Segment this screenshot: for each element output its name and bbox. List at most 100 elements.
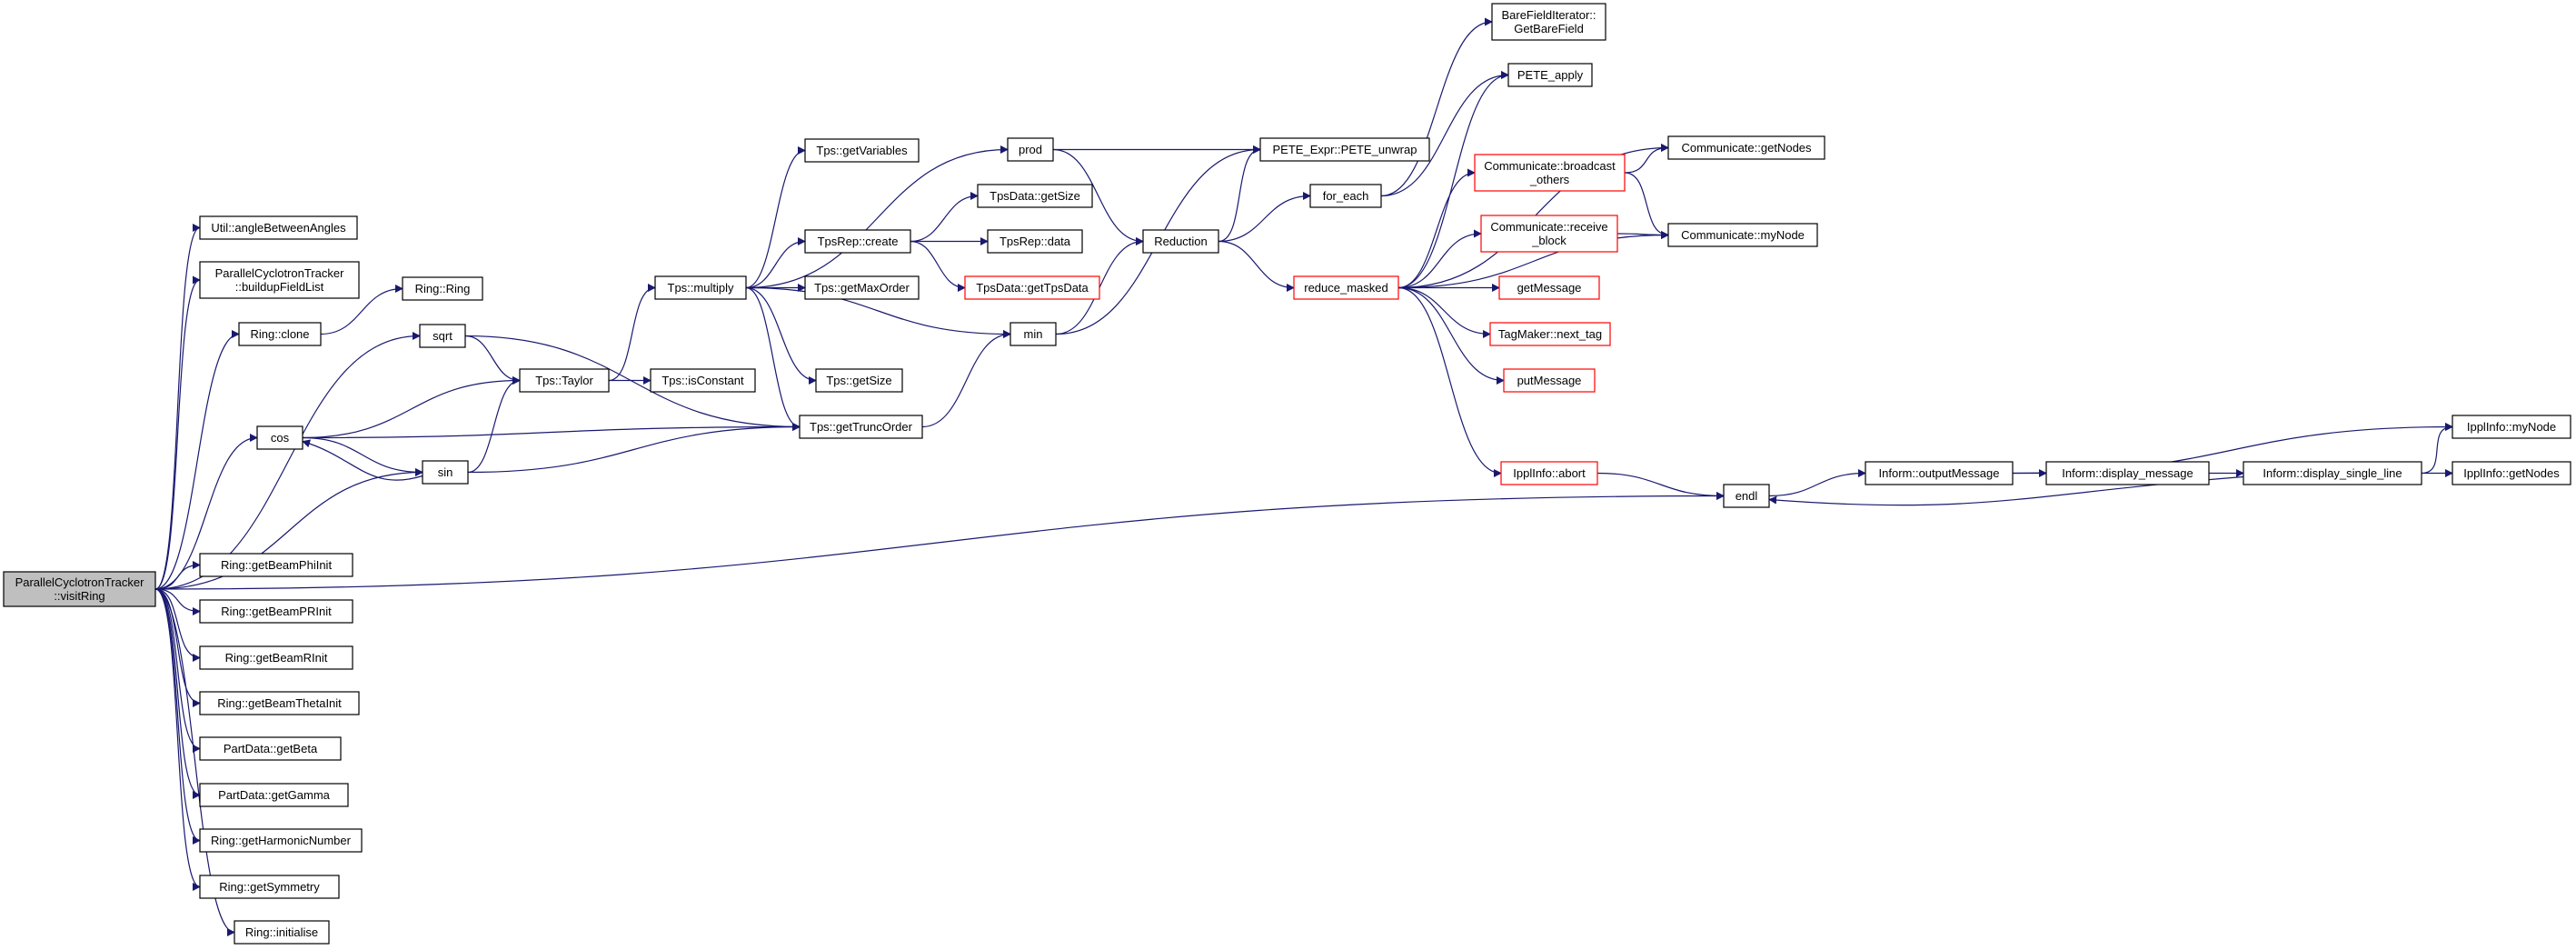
node-box: [654, 275, 747, 300]
node-harmonic[interactable]: Ring::getHarmonicNumber: [199, 828, 363, 853]
node-isConstant[interactable]: Tps::isConstant: [650, 368, 756, 393]
node-buildupField[interactable]: ParallelCyclotronTracker::buildupFieldLi…: [199, 261, 360, 299]
node-nextTag[interactable]: TagMaker::next_tag: [1489, 322, 1611, 346]
node-reduction[interactable]: Reduction: [1142, 229, 1219, 254]
node-min[interactable]: min: [1010, 322, 1057, 346]
edge-forEach-to-peteApply: [1380, 71, 1509, 197]
edge-multiply-to-tpsrepCreate: [745, 237, 806, 289]
node-ipplMyNode[interactable]: IpplInfo::myNode: [2452, 415, 2571, 439]
node-box: [964, 275, 1100, 300]
node-label: Tps::getMaxOrder: [814, 281, 910, 295]
edge-visitRing-to-angleBetween: [154, 224, 201, 590]
node-multiply[interactable]: Tps::multiply: [654, 275, 747, 300]
node-box: [2045, 461, 2210, 485]
node-label: ::buildupFieldList: [235, 280, 324, 294]
node-box: [1010, 322, 1057, 346]
node-box: [199, 553, 353, 577]
node-outputMessage[interactable]: Inform::outputMessage: [1865, 461, 2014, 485]
node-rInit[interactable]: Ring::getBeamRInit: [199, 645, 353, 670]
node-label: Ring::getHarmonicNumber: [211, 834, 352, 847]
node-box: [199, 599, 353, 624]
edge-receiveBlock-to-myNode: [1616, 230, 1669, 239]
node-box: [804, 138, 920, 163]
node-phiInit[interactable]: Ring::getBeamPhiInit: [199, 553, 353, 577]
node-visitRing[interactable]: ParallelCyclotronTracker::visitRing: [3, 571, 156, 607]
node-peteApply[interactable]: PETE_apply: [1507, 63, 1593, 87]
node-reduceMasked[interactable]: reduce_masked: [1293, 275, 1399, 300]
edge-multiply-to-prod: [745, 145, 1009, 289]
edge-reduction-to-forEach: [1218, 192, 1311, 243]
node-box: [1007, 137, 1054, 162]
node-label: Communicate::broadcast: [1484, 159, 1616, 173]
node-bareField[interactable]: BareFieldIterator::GetBareField: [1491, 3, 1606, 41]
edge-sin-to-taylor: [467, 376, 521, 474]
node-box: [199, 215, 358, 240]
node-symmetry[interactable]: Ring::getSymmetry: [199, 875, 340, 899]
node-getTruncOrder[interactable]: Tps::getTruncOrder: [799, 415, 923, 439]
node-prod[interactable]: prod: [1007, 137, 1054, 162]
node-cos[interactable]: cos: [256, 425, 303, 450]
edge-endl-to-outputMessage: [1768, 469, 1866, 497]
node-box: [2243, 461, 2422, 485]
node-displayMessage[interactable]: Inform::display_message: [2045, 461, 2210, 485]
node-box: [519, 368, 610, 393]
edge-visitRing-to-clone: [154, 330, 240, 590]
node-endl[interactable]: endl: [1723, 484, 1770, 508]
edge-visitRing-to-getGamma: [154, 588, 201, 799]
node-angleBetween[interactable]: Util::angleBetweenAngles: [199, 215, 358, 240]
edge-getTruncOrder-to-min: [921, 330, 1011, 428]
node-prInit[interactable]: Ring::getBeamPRInit: [199, 599, 353, 624]
node-abort[interactable]: IpplInfo::abort: [1500, 461, 1598, 485]
node-taylor[interactable]: Tps::Taylor: [519, 368, 610, 393]
edge-sqrt-to-getTruncOrder: [464, 335, 801, 431]
node-displaySingleLine[interactable]: Inform::display_single_line: [2243, 461, 2422, 485]
node-getGamma[interactable]: PartData::getGamma: [199, 783, 349, 807]
node-getBeta[interactable]: PartData::getBeta: [199, 736, 342, 761]
node-label: Tps::getTruncOrder: [810, 420, 913, 434]
node-putMessage[interactable]: putMessage: [1503, 368, 1596, 393]
edge-forEach-to-bareField: [1380, 17, 1493, 197]
node-ringRing[interactable]: Ring::Ring: [402, 276, 483, 301]
node-ipplGetNodes[interactable]: IpplInfo::getNodes: [2452, 461, 2571, 485]
edges-layer: [154, 17, 2453, 936]
node-label: _others: [1529, 173, 1570, 186]
node-sqrt[interactable]: sqrt: [419, 324, 466, 348]
node-myNode[interactable]: Communicate::myNode: [1667, 223, 1818, 247]
edge-visitRing-to-initialise: [154, 588, 235, 936]
node-tpsrepCreate[interactable]: TpsRep::create: [804, 229, 911, 254]
node-forEach[interactable]: for_each: [1309, 184, 1382, 208]
node-box: [804, 275, 920, 300]
node-getVariables[interactable]: Tps::getVariables: [804, 138, 920, 163]
node-tpsdataGetSize[interactable]: TpsData::getSize: [977, 184, 1093, 208]
node-label: Inform::outputMessage: [1879, 466, 2000, 480]
node-receiveBlock[interactable]: Communicate::receive_block: [1480, 215, 1618, 253]
node-getTpsData[interactable]: TpsData::getTpsData: [964, 275, 1100, 300]
node-label: Ring::getBeamRInit: [225, 651, 328, 665]
node-getMaxOrder[interactable]: Tps::getMaxOrder: [804, 275, 920, 300]
node-label: Reduction: [1154, 235, 1208, 248]
node-broadcastOthers[interactable]: Communicate::broadcast_others: [1474, 154, 1626, 192]
node-label: GetBareField: [1514, 22, 1584, 35]
node-tpsGetSize[interactable]: Tps::getSize: [815, 368, 903, 393]
node-label: for_each: [1323, 189, 1369, 203]
edge-reduceMasked-to-nextTag: [1397, 286, 1491, 338]
node-getNodes[interactable]: Communicate::getNodes: [1667, 135, 1825, 160]
edge-prod-to-reduction: [1052, 148, 1144, 245]
node-thetaInit[interactable]: Ring::getBeamThetaInit: [199, 691, 360, 715]
edge-visitRing-to-harmonic: [154, 588, 201, 845]
edge-multiply-to-tpsGetSize: [745, 286, 817, 385]
node-box: [1489, 322, 1611, 346]
edge-visitRing-to-sin: [154, 468, 423, 590]
node-initialise[interactable]: Ring::initialise: [234, 920, 330, 945]
node-label: Ring::getSymmetry: [219, 880, 320, 894]
node-label: min: [1024, 327, 1043, 341]
node-box: [402, 276, 483, 301]
node-peteUnwrap[interactable]: PETE_Expr::PETE_unwrap: [1259, 137, 1430, 162]
node-tpsrepData[interactable]: TpsRep::data: [987, 229, 1083, 254]
node-label: ParallelCyclotronTracker: [215, 266, 345, 280]
node-box: [799, 415, 923, 439]
node-box: [422, 460, 469, 485]
node-getMessage[interactable]: getMessage: [1498, 275, 1600, 300]
node-sin[interactable]: sin: [422, 460, 469, 485]
node-clone[interactable]: Ring::clone: [238, 322, 322, 346]
